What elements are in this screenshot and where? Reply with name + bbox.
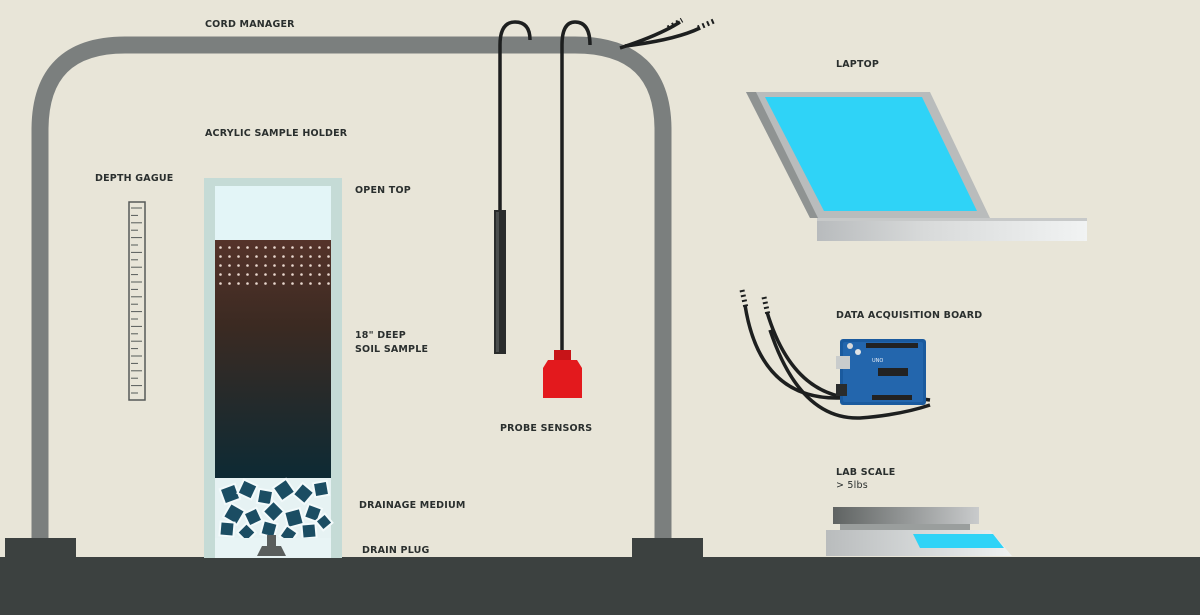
drain-plug (257, 546, 286, 556)
daq-cable-3 (768, 329, 931, 420)
drainage-stone (302, 502, 324, 524)
svg-text:UNO: UNO (872, 358, 883, 364)
data-acquisition-board-label: DATA ACQUISITION BOARD (836, 310, 983, 321)
depth-gauge-ticks (131, 207, 142, 394)
laptop-lid-edge (746, 92, 818, 218)
depth-gauge-label: DEPTH GAGUE (95, 173, 174, 184)
laptop-base (817, 218, 1087, 241)
drainage-stone (311, 479, 331, 499)
drainage-stone (314, 512, 334, 532)
depth-gauge (128, 201, 146, 401)
cable-exit-2 (624, 26, 701, 48)
drain-plug-label: DRAIN PLUG (362, 545, 430, 556)
drainage-stone (291, 481, 316, 506)
drainage-stone (261, 499, 286, 524)
drainage-medium-label: DRAINAGE MEDIUM (359, 500, 466, 511)
acrylic-sample-holder-label: ACRYLIC SAMPLE HOLDER (205, 128, 348, 139)
cord-manager-label: CORD MANAGER (205, 19, 295, 30)
daq-cable-2-dash (761, 296, 771, 316)
lab-scale-label-line2: > 5lbs (836, 480, 868, 491)
drainage-stone (221, 501, 247, 527)
probe-sensor-neck (554, 350, 571, 360)
drain-plug-stem (267, 535, 276, 547)
drainage-stone (242, 506, 264, 528)
soil-sample-label-line2: SOIL SAMPLE (355, 344, 429, 355)
drainage-stone (255, 487, 275, 507)
laptop-screen (765, 97, 977, 211)
cable-exit-2-dash (696, 17, 718, 31)
frame-foot-right (632, 538, 703, 558)
daq-cable-1 (743, 304, 856, 400)
data-acquisition-board: UNO (836, 339, 926, 405)
floor (0, 557, 1200, 615)
soil-sample-label-line1: 18" DEEP (355, 330, 406, 341)
cord-manager-frame (31, 36, 672, 540)
drainage-stone (218, 520, 236, 538)
probe-cable-right (560, 20, 592, 355)
drainage-stone (236, 478, 259, 501)
laptop-base-edge (817, 218, 1087, 221)
holder-inner-top (215, 186, 331, 240)
frame-foot-left (5, 538, 76, 558)
daq-cable-1-dash (739, 289, 749, 309)
probe-sensor-head (543, 360, 582, 398)
drainage-stone (271, 477, 297, 503)
laptop-label: LAPTOP (836, 59, 880, 70)
probe-cable-left (498, 20, 532, 210)
probe-sensors-label: PROBE SENSORS (500, 423, 593, 434)
open-top-label: OPEN TOP (355, 185, 411, 196)
lab-scale-riser (840, 524, 970, 530)
lab-scale-display (913, 534, 1004, 548)
drainage-medium-stones (218, 477, 334, 545)
drainage-stone (282, 506, 306, 530)
drainage-stone (300, 522, 318, 540)
lab-scale-label-line1: LAB SCALE (836, 467, 896, 478)
probe-sensor-rod (494, 210, 506, 354)
lab-scale-platform (833, 507, 979, 524)
soil-surface-texture (215, 240, 331, 285)
drainage-stone (235, 521, 258, 544)
probe-sensor-rod-highlight (496, 212, 499, 352)
